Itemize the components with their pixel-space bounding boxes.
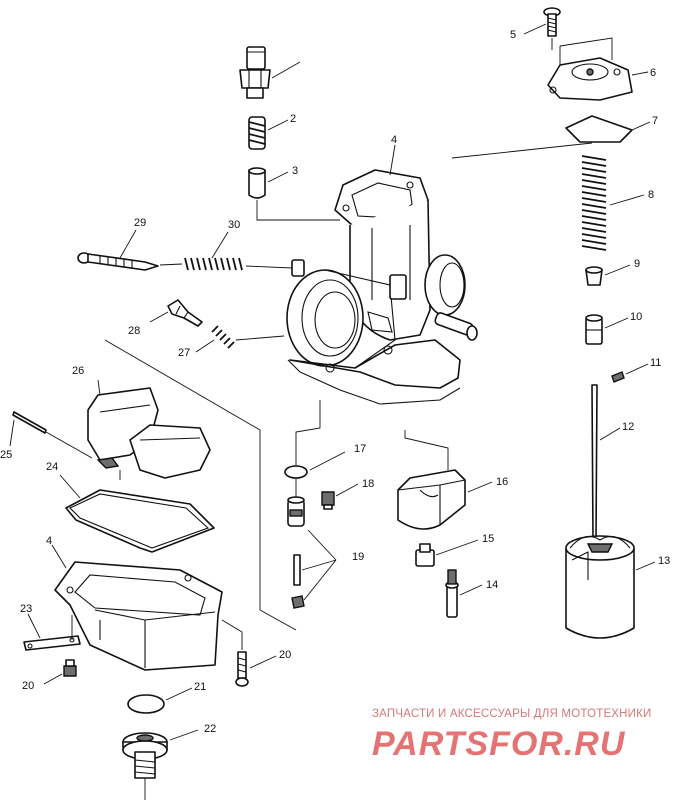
callout-20-right: 20 [279,649,291,661]
part-12-jet-needle [591,384,621,541]
part-3-plunger [248,167,289,199]
part-23-bracket [23,613,81,651]
part-28-air-screw [149,299,203,327]
part-9-holder [585,264,631,286]
callout-5: 5 [510,29,516,41]
callout-27: 27 [178,347,190,359]
callout-21: 21 [194,681,206,693]
callout-4-body: 4 [391,134,397,146]
part-1-fitting [239,46,301,99]
callout-18: 18 [362,478,374,490]
part-10-retainer [585,314,629,345]
svg-text:PARTSFOR.RU: PARTSFOR.RU [372,725,626,763]
part-26-float-cover [87,379,211,479]
callout-16: 16 [496,476,508,488]
part-27-spring [195,325,285,353]
part-11-needle-clip [611,363,649,383]
callout-7: 7 [652,115,658,127]
callout-8: 8 [648,189,654,201]
part-20-screw-left [43,659,77,685]
part-7-cap-gasket [565,115,651,143]
callout-19: 19 [352,551,364,563]
part-19-pilot-jet [287,496,337,609]
part-30-spring [159,231,293,271]
partsfor-logo: PARTSFOR.RU [372,725,626,763]
callout-14: 14 [486,579,498,591]
part-6-top-cap [547,57,649,101]
part-29-idle-screw [77,229,159,271]
part-18-screw [321,483,359,510]
callout-2: 2 [290,113,296,125]
callout-26: 26 [72,365,84,377]
callout-12: 12 [622,421,634,433]
part-13-throttle-slide [565,535,656,639]
callout-29: 29 [134,217,146,229]
callout-20-left: 20 [22,680,34,692]
part-4-float-bowl [51,544,243,671]
callout-numbers: 2 3 4 5 6 7 8 9 10 11 12 13 14 15 16 17 … [0,29,670,735]
callout-24: 24 [46,461,58,473]
watermark-tagline: ЗАПЧАСТИ И АКСЕССУАРЫ ДЛЯ МОТОТЕХНИКИ [372,708,652,720]
part-24-bowl-gasket [59,474,215,553]
callout-4-bowl: 4 [46,535,52,547]
part-4-carburetor-body [286,144,478,405]
callout-15: 15 [482,533,494,545]
callout-11: 11 [650,357,661,369]
callout-22: 22 [204,723,216,735]
part-5-screw [523,7,561,50]
part-22-drain-plug [122,729,199,800]
callout-17: 17 [354,443,366,455]
part-14-main-jet [445,569,483,618]
part-15-valve-seat [415,539,479,567]
callout-3: 3 [292,165,298,177]
part-17-o-ring [284,451,346,479]
callout-30: 30 [228,219,240,231]
callout-6: 6 [650,67,656,79]
part-16-float [397,430,493,530]
part-20-screw-right [235,651,277,687]
callout-9: 9 [634,258,640,270]
part-2-spring [248,116,289,150]
callout-28: 28 [128,325,140,337]
part-8-slide-spring [581,155,645,251]
callout-23: 23 [20,603,32,615]
callout-10: 10 [630,311,642,323]
part-21-o-ring [127,687,193,714]
callout-13: 13 [658,555,670,567]
part-25-pin [9,411,47,447]
callout-25: 25 [0,449,12,461]
